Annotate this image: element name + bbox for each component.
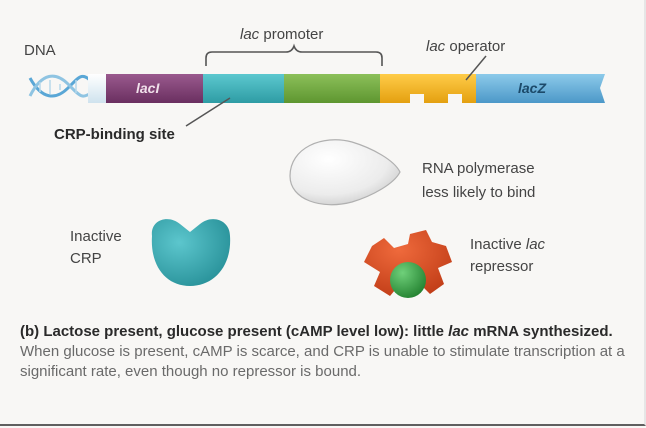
crp-site-leader-line <box>185 97 231 127</box>
dna-helix-icon <box>28 74 94 98</box>
dna-label: DNA <box>24 42 56 59</box>
promoter-bracket <box>205 43 383 66</box>
lac-promoter-label-italic: lac <box>240 26 260 43</box>
inactive-repressor-label-line1: Inactive lac <box>470 236 545 254</box>
dna-start-segment <box>88 74 108 103</box>
figure-caption: (b) Lactose present, glucose present (cA… <box>20 322 630 382</box>
lac-promoter-label: lac promoter <box>240 26 323 44</box>
caption-plain: When glucose is present, cAMP is scarce,… <box>20 343 625 380</box>
operator-leader-line <box>465 55 487 81</box>
caption-bold-1: Lactose present, glucose present (cAMP l… <box>43 323 444 340</box>
lac-operator-label-rest: operator <box>445 38 506 55</box>
inactive-repressor-label-plain: Inactive <box>470 236 526 253</box>
inactive-repressor-label-line2: repressor <box>470 258 534 275</box>
inactive-crp-label-line1: Inactive <box>70 228 122 245</box>
dna-strand <box>88 74 605 103</box>
lac-operator-label-italic: lac <box>426 38 446 55</box>
lac-operator-label: lac operator <box>426 38 505 56</box>
laci-label: lacI <box>136 80 160 96</box>
crp-binding-site-label: CRP-binding site <box>54 126 175 143</box>
crp-binding-site-segment <box>203 74 285 103</box>
laci-gene-segment <box>106 74 204 103</box>
caption-part-label: (b) <box>20 323 40 340</box>
operator-segment <box>380 74 476 103</box>
lacz-gene-segment <box>476 74 605 103</box>
inactive-crp-shape <box>151 219 231 286</box>
lacz-label: lacZ <box>518 80 547 96</box>
inactive-repressor-shape <box>364 230 452 298</box>
promoter-segment <box>284 74 380 103</box>
rna-polymerase-label-line1: RNA polymerase <box>422 160 535 177</box>
inactive-crp-label-line2: CRP <box>70 250 102 267</box>
caption-bold-2: mRNA synthesized. <box>469 323 613 340</box>
allolactose-shape <box>390 262 426 298</box>
caption-bold-italic: lac <box>448 323 470 340</box>
rna-polymerase-label-line2: less likely to bind <box>422 184 536 201</box>
inactive-repressor-label-italic: lac <box>525 236 546 253</box>
rna-polymerase-shape <box>289 139 401 206</box>
lac-promoter-label-rest: promoter <box>259 26 324 43</box>
